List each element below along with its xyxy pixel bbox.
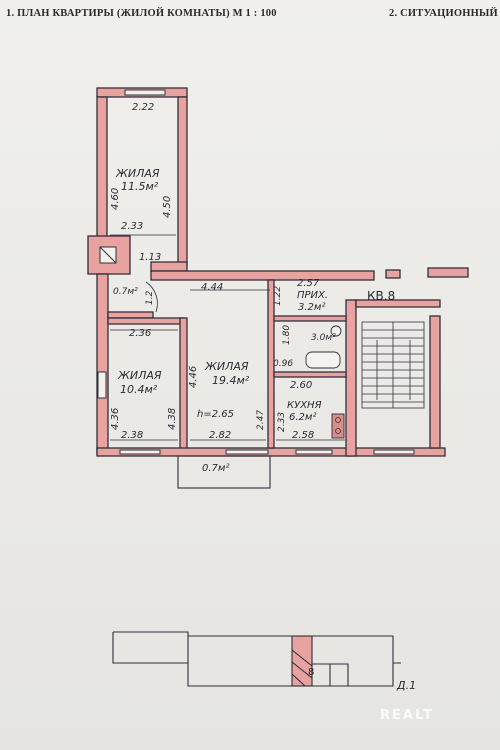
dim-left-height: 4.36 [110,407,121,430]
wall-closet [107,311,154,319]
bathtub [305,351,341,369]
wall-right-exterior [345,299,357,457]
balcony-area: 0.7м² [202,463,230,474]
wall-corridor-long [150,270,375,281]
closet-area: 0.7м² [113,287,138,297]
wall-stair-top [355,299,441,308]
window-top [124,89,166,96]
window-bottom-right [373,449,415,455]
dim-middle-bottom-width: 2.82 [209,430,232,441]
wall-left-middle-partition [179,317,188,451]
dim-corridor-length: 4.44 [201,282,224,293]
window-bottom-kitchen [295,449,333,455]
dim-middle-right-height: 2.47 [256,409,266,430]
wall-left-exterior [96,273,109,455]
dim-kitchen-height: 2.33 [277,411,287,432]
left-room-area: 10.4м² [120,383,158,396]
plan-heading: 1. ПЛАН КВАРТИРЫ (ЖИЛОЙ КОМНАТЫ) М 1 : 1… [6,8,277,19]
top-room-area: 11.5м² [121,180,159,193]
dim-left-bottom-width: 2.38 [121,430,144,441]
wall-top-room-left [96,96,108,248]
window-bottom-left [119,449,161,455]
wall-hall-kitchen [267,279,275,449]
dim-top-right-height: 4.50 [162,195,173,218]
dim-left-inner-height: 4.38 [167,407,178,430]
wall-bath-top [273,315,347,322]
wall-stair-top-segment [385,269,401,279]
bath-area: 3.0м² [311,333,336,343]
dim-kitchen-top-width: 2.60 [290,380,313,391]
balcony-outline [177,455,271,489]
stove [331,413,345,439]
dim-top-width: 2.22 [132,102,155,113]
hall-name: ПРИХ. [297,290,329,301]
dim-middle-height: 4.46 [188,365,199,388]
dim-closet-height: 1.2 [145,290,155,305]
window-left [97,371,107,399]
staircase [361,321,425,409]
wall-corridor-top [150,261,188,272]
wall-stair-top-right [427,267,469,278]
dim-top-height: 4.60 [110,187,121,210]
middle-room-name: ЖИЛАЯ [205,360,249,373]
wall-stair-right [429,315,441,449]
hall-area: 3.2м² [298,302,326,313]
dim-bath-height: 1.80 [282,324,292,345]
dim-bath-width: 0.96 [273,359,294,369]
apartment-number: КВ.8 [367,289,396,303]
ceiling-height: h=2.65 [197,409,234,420]
dim-kitchen-bottom-width: 2.58 [292,430,315,441]
sheet-reference: Д.1 [397,679,417,692]
wall-bath-bottom [273,371,347,378]
dim-left-top-width: 2.36 [129,328,152,339]
situation-plan [112,631,401,687]
wall-left-room-top [107,317,185,325]
dim-hall-height: 1.22 [273,285,283,306]
wall-top-room-right [177,96,188,266]
dim-corridor-width: 1.13 [139,252,162,263]
stair-number: 8 [308,667,315,678]
middle-room-area: 19.4м² [212,374,250,387]
washbasin [330,325,342,337]
kitchen-area: 6.2м² [289,412,317,423]
realt-watermark: REALT [380,708,434,723]
left-room-name: ЖИЛАЯ [118,369,162,382]
dim-hall-width: 2.57 [297,278,320,289]
window-bottom-middle [225,449,269,455]
top-room-name: ЖИЛАЯ [116,167,160,180]
dim-top-inner-width: 2.33 [121,221,144,232]
situation-heading: 2. СИТУАЦИОННЫЙ [389,8,498,19]
kitchen-name: КУХНЯ [287,400,322,411]
